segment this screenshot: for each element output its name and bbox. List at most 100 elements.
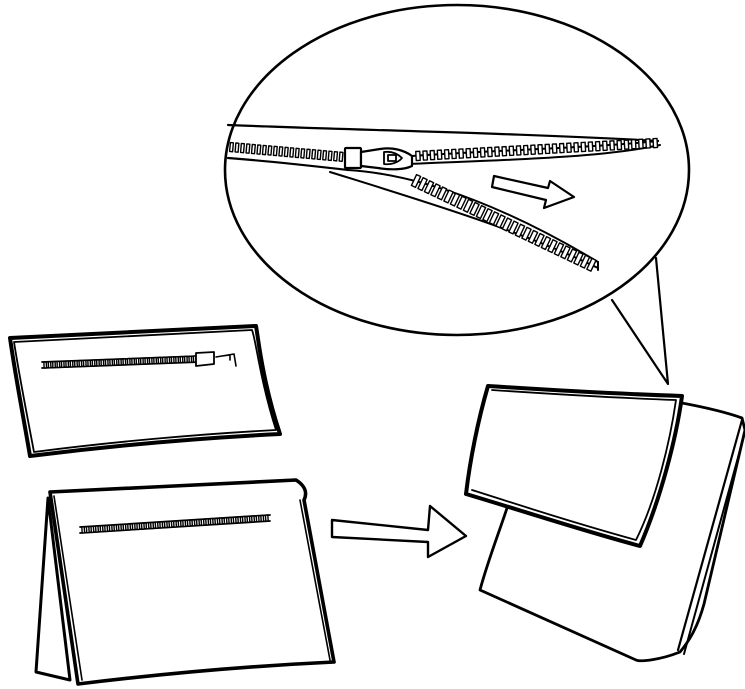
zipper-teeth-upper: [415, 137, 659, 162]
zipper-tooth: [486, 146, 493, 158]
callout-bubble: [223, 3, 691, 337]
zipper-tooth: [566, 142, 572, 154]
zipper-tooth: [609, 140, 616, 151]
zipper-tooth: [429, 149, 436, 161]
pouch-zipper-tooth: [43, 361, 48, 369]
wedge-zipper-tooth: [191, 519, 196, 527]
wedge-zipper-tooth: [140, 522, 145, 530]
wedge-zipper-tooth: [232, 516, 237, 524]
pouch-zipper-tooth: [166, 356, 171, 364]
wedge-zipper-tooth: [223, 516, 228, 525]
wedge-zipper-tooth: [149, 521, 155, 530]
wedge-zipper-tooth: [186, 519, 191, 527]
zipper-tooth: [630, 138, 637, 150]
zipper-tooth: [587, 141, 594, 152]
zipper-tooth: [430, 183, 441, 198]
wedge-zipper-tooth: [200, 518, 205, 526]
zipper-tooth: [443, 189, 454, 204]
zipper-tooth: [501, 217, 513, 232]
pouch-zipper-tooth: [69, 360, 74, 368]
zipper-tooth: [544, 143, 551, 155]
zipper-tooth: [443, 149, 450, 160]
pouch-zipper-tooth: [82, 359, 87, 368]
zipper-tooth: [333, 150, 339, 162]
zipper-tooth: [338, 151, 344, 163]
zipper-tooth: [422, 150, 429, 161]
zipper-tooth: [451, 148, 457, 160]
pouch-zipper-tooth: [104, 358, 109, 367]
pouch-zipper-tooth: [73, 359, 78, 368]
pouch-zipper-tooth: [95, 359, 100, 367]
zipper-pouch-icon: [8, 324, 282, 458]
zipper-tooth: [594, 140, 601, 152]
zipper-tooth: [521, 226, 532, 241]
zipper-tooth: [449, 192, 461, 207]
pouch-zipper-tooth: [139, 357, 144, 365]
pouch-zipper-tooth: [51, 360, 57, 369]
zipper-tooth: [579, 254, 591, 269]
pouch-zipper-tooth: [122, 358, 127, 366]
zipper-tooth: [553, 242, 565, 257]
zipper-tooth: [316, 149, 322, 161]
wedge-zipper-tooth: [241, 515, 246, 524]
zipper-tooth: [530, 144, 536, 155]
opened-cushion-icon: [464, 384, 745, 663]
zipper-tooth: [637, 138, 644, 150]
zipper-tooth: [573, 251, 584, 266]
zipper-tooth: [228, 141, 235, 153]
zipper-tooth: [436, 186, 448, 201]
zipper-tooth: [551, 143, 558, 154]
pouch-zipper-tooth: [157, 356, 162, 365]
zipper-tooth: [494, 146, 501, 157]
pouch-zipper-tooth: [91, 359, 96, 367]
zipper-tooth: [558, 142, 565, 154]
zipper-tooth: [501, 145, 508, 157]
zipper-tooth: [305, 148, 311, 160]
wedge-cushion-icon: [34, 478, 336, 686]
zipper-tooth: [322, 149, 328, 161]
pouch-zipper-tooth: [113, 358, 118, 366]
zipper-tooth: [458, 148, 465, 159]
zipper-tooth: [417, 176, 428, 192]
pouch-zipper-tooth: [109, 358, 114, 367]
zipper-tooth: [488, 211, 500, 226]
transition-arrow: [330, 504, 468, 559]
zipper-tooth: [645, 138, 651, 149]
zipper-tooth: [586, 257, 597, 272]
wedge-zipper-tooth: [117, 523, 123, 532]
wedge-zipper-tooth: [99, 524, 104, 533]
zipper-tooth: [475, 204, 487, 220]
wedge-zipper-tooth: [214, 517, 219, 526]
wedge-zipper-tooth: [122, 523, 127, 532]
zipper-tooth: [267, 145, 273, 156]
wedge-zipper-tooth: [260, 514, 265, 523]
pouch-zipper-tooth: [87, 359, 92, 367]
pouch-zipper-tooth: [170, 356, 175, 364]
wedge-zipper-tooth: [154, 521, 159, 529]
zipper-tooth: [294, 147, 300, 159]
pouch-zipper-teeth: [43, 355, 197, 369]
zipper-tooth: [616, 139, 623, 151]
wedge-zipper-tooth: [90, 525, 95, 534]
pouch-zipper-tooth: [144, 357, 149, 365]
zipper-tooth: [508, 220, 519, 235]
zipper-tooth: [423, 180, 435, 195]
zipper-tooth: [436, 149, 443, 161]
pouch-zipper-tooth: [188, 355, 193, 363]
zipper-tooth: [573, 142, 580, 153]
wedge-zipper-tooth: [250, 515, 256, 523]
zipper-tooth: [560, 245, 571, 260]
zipper-tooth: [508, 145, 515, 157]
zipper-tooth: [472, 147, 479, 159]
pouch-zipper-tooth: [175, 356, 180, 364]
zipper-tooth: [515, 145, 522, 156]
zipper-teeth-closed: [228, 141, 344, 163]
zipper-tooth: [272, 145, 278, 157]
pouch-zipper-tooth: [56, 360, 61, 369]
wedge-zipper-tooth: [195, 518, 201, 527]
wedge-zipper-tooth: [182, 519, 187, 528]
zipper-tooth: [456, 195, 467, 210]
zipper-tooth: [534, 232, 545, 248]
zipper-tooth: [601, 140, 608, 152]
